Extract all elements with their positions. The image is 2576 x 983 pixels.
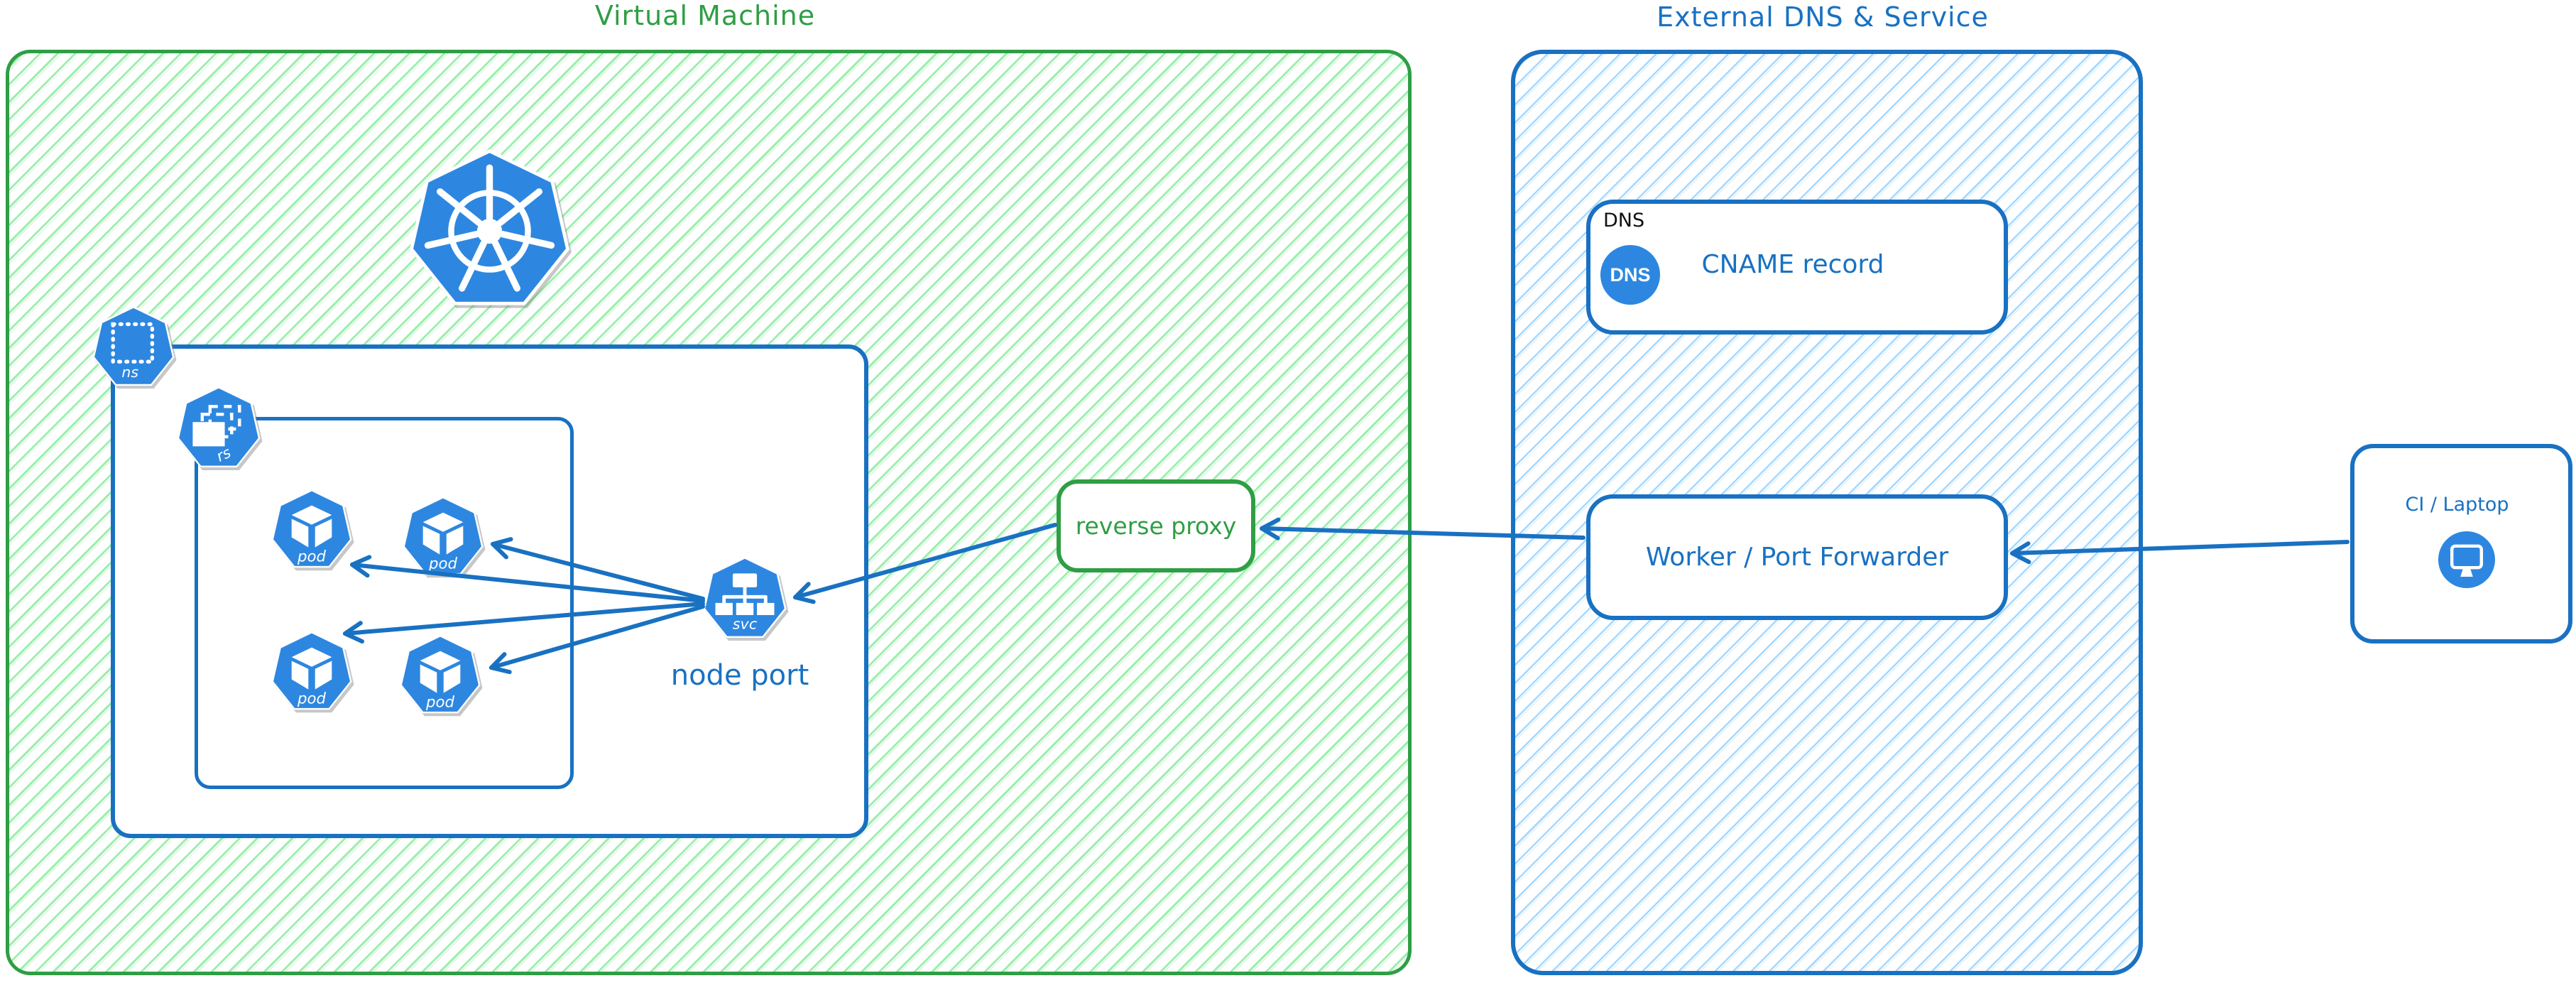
node-port-label: node port: [670, 659, 809, 692]
namespace-icon-label: ns: [121, 364, 138, 381]
pod-icon-label: pod: [297, 690, 326, 708]
worker-port-forwarder-card: Worker / Port Forwarder: [1586, 494, 2008, 620]
dns-tag-label: DNS: [1603, 210, 1645, 232]
namespace-icon: ns: [92, 306, 175, 386]
external-dns-service-title: External DNS & Service: [1657, 1, 1989, 33]
worker-port-forwarder-label: Worker / Port Forwarder: [1645, 543, 1949, 572]
replicaset-icon: rs: [177, 386, 261, 468]
pod-icon-label: pod: [428, 555, 457, 573]
pod-icon-label: pod: [425, 694, 454, 712]
kubernetes-logo-icon: [409, 149, 570, 305]
reverse-proxy-card: reverse proxy: [1057, 479, 1255, 572]
ci-laptop-label: CI / Laptop: [2405, 494, 2509, 516]
pod-icon: pod: [403, 496, 484, 575]
pod-icon: pod: [271, 489, 352, 568]
pod-icon: pod: [400, 635, 481, 714]
virtual-machine-title: Virtual Machine: [594, 0, 816, 31]
pod-icon: pod: [271, 631, 352, 710]
dns-badge-icon: DNS: [1600, 245, 1660, 305]
reverse-proxy-label: reverse proxy: [1075, 512, 1237, 540]
monitor-icon: [2438, 531, 2495, 588]
service-icon-label: svc: [733, 615, 758, 632]
service-icon: svc: [703, 557, 787, 639]
replicaset-box: [195, 417, 574, 789]
cname-record-label: CNAME record: [1701, 250, 1884, 279]
monitor-icon-glyph: [2450, 544, 2483, 577]
pod-icon-label: pod: [297, 548, 326, 566]
